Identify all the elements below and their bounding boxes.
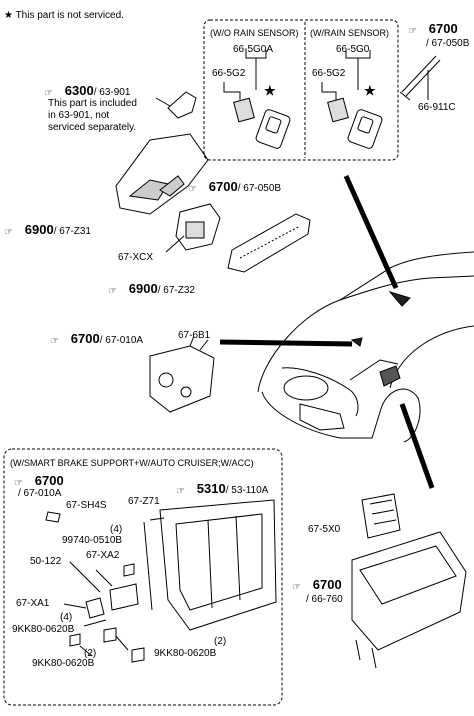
part-67-xa1[interactable]: 67-XA1: [16, 598, 50, 609]
qty-4a: (4): [110, 524, 123, 535]
cover-6300: [167, 91, 197, 119]
part-67-xa2[interactable]: 67-XA2: [86, 550, 120, 561]
callout-6700-760-sub[interactable]: / 66-760: [306, 594, 343, 605]
qty-2b: (2): [214, 636, 227, 647]
part-right-b[interactable]: 66-5G2: [312, 68, 346, 79]
qty-2a: (2): [84, 648, 97, 659]
callout-6700-top[interactable]: ☞ 6700: [408, 21, 458, 38]
reference-hand-icon: ☞: [50, 336, 59, 348]
rain-sensor-left: [223, 50, 291, 149]
module-67-xa1: [85, 597, 105, 619]
part-67-5x0[interactable]: 67-5X0: [308, 524, 341, 535]
callout-6900-z31[interactable]: ☞ 6900/ 67-Z31: [4, 222, 91, 239]
sensor-right-title: (W/RAIN SENSOR): [310, 28, 390, 38]
fuse-box: [351, 493, 467, 669]
star-icon: ★: [4, 10, 13, 21]
part-left-b[interactable]: 66-5G2: [212, 68, 246, 79]
qty-4b: (4): [60, 612, 73, 623]
part-67-z71[interactable]: 67-Z71: [128, 496, 160, 507]
reference-hand-icon: ☞: [44, 88, 53, 100]
sensor-box-frame: [203, 19, 399, 161]
bolts: [69, 563, 145, 663]
part-left-a[interactable]: 66-5G0A: [233, 44, 274, 55]
sensor-left-title: (W/O RAIN SENSOR): [210, 28, 299, 38]
part-50-122[interactable]: 50-122: [30, 556, 62, 567]
callout-6300[interactable]: ☞ 6300/ 63-901: [44, 83, 131, 100]
star-right: ★: [364, 83, 376, 98]
part-right-a[interactable]: 66-5G0: [336, 44, 370, 55]
part-67-sh4s[interactable]: 67-SH4S: [66, 500, 107, 511]
callout-5310[interactable]: ☞ 5310/ 53-110A: [176, 481, 269, 498]
not-serviced-note: ★ This part is not serviced.: [4, 10, 124, 21]
part-66-911c[interactable]: 66-911C: [418, 102, 456, 113]
callout-6700-acc-sub[interactable]: / 67-010A: [18, 488, 62, 499]
callout-6700-top-sub[interactable]: / 67-050B: [426, 38, 470, 49]
callout-6700-760[interactable]: ☞ 6700: [292, 577, 342, 594]
star-left: ★: [264, 83, 276, 98]
reference-hand-icon: ☞: [108, 286, 117, 298]
part-67-xcx[interactable]: 67-XCX: [118, 252, 154, 263]
camera-67-6b1: [149, 335, 215, 413]
bracket-67-xcx: [165, 203, 221, 253]
part-9kk80-a[interactable]: 9KK80-0620B: [12, 624, 75, 635]
module-67-xa2: [109, 583, 139, 611]
included-note-line1: This part is included: [48, 98, 137, 109]
callout-6700-mid[interactable]: ☞ 6700/ 67-050B: [188, 179, 282, 196]
not-serviced-text: This part is not serviced.: [15, 10, 124, 21]
reference-hand-icon: ☞: [14, 478, 23, 490]
car-body: [257, 251, 474, 443]
part-99740-0510b[interactable]: 99740-0510B: [62, 535, 123, 546]
callout-6700-acc[interactable]: ☞ 6700: [14, 473, 64, 490]
reference-hand-icon: ☞: [188, 184, 197, 196]
sensor-67-sh4s: [45, 511, 61, 523]
clip-66-911c: [399, 55, 441, 101]
reference-hand-icon: ☞: [292, 582, 301, 594]
mirror-cover-z31: [115, 133, 209, 215]
radar-bracket-5310: [149, 499, 277, 631]
rod-67-z71: [143, 521, 153, 611]
acc-box-title: (W/SMART BRAKE SUPPORT+W/AUTO CRUISER;W/…: [10, 458, 254, 468]
rain-sensor-right: [321, 50, 383, 149]
included-note-line3: serviced separately.: [48, 122, 137, 133]
reference-hand-icon: ☞: [4, 227, 13, 239]
part-67-6b1[interactable]: 67-6B1: [178, 330, 211, 341]
reference-hand-icon: ☞: [176, 486, 185, 498]
leader-line-camera: [219, 339, 353, 347]
leader-line-fusebox: [399, 403, 435, 489]
part-9kk80-b[interactable]: 9KK80-0620B: [32, 658, 95, 669]
acc-box-frame: [3, 448, 283, 706]
included-note-line2: in 63-901, not: [48, 110, 110, 121]
part-9kk80-c[interactable]: 9KK80-0620B: [154, 648, 217, 659]
callout-6700-010a[interactable]: ☞ 6700/ 67-010A: [50, 331, 144, 348]
callout-6900-z32[interactable]: ☞ 6900/ 67-Z32: [108, 281, 195, 298]
reference-hand-icon: ☞: [408, 26, 417, 38]
leader-line-rain: [343, 174, 399, 290]
cover-67-z32: [227, 213, 311, 273]
